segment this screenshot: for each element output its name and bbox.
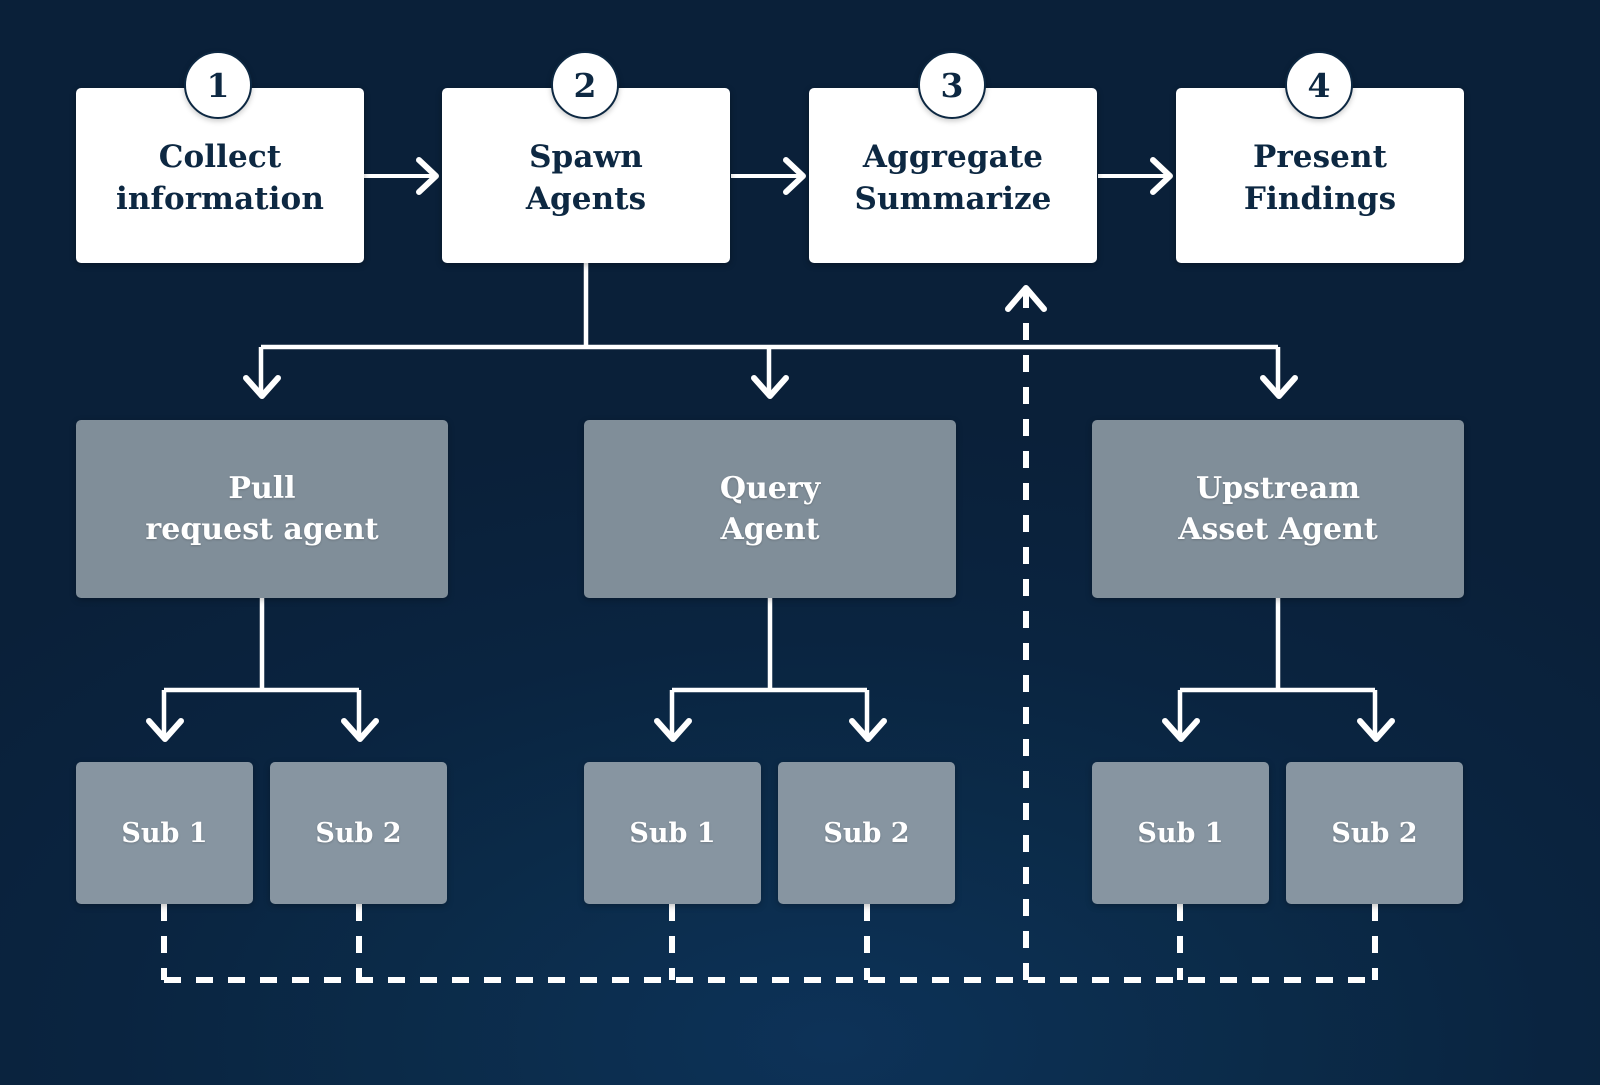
step-label: Collect information [116,139,324,217]
step-badge-4: 4 [1285,51,1353,119]
fanout-pull-request-agent-subs [146,598,379,742]
agent-box-upstream-asset-agent[interactable]: Upstream Asset Agent [1092,420,1464,598]
sub-label: Sub 1 [1137,817,1224,849]
step-badge-number: 1 [206,65,230,105]
agent-box-query-agent[interactable]: Query Agent [584,420,956,598]
step-label: Aggregate Summarize [854,139,1052,217]
step-box-collect-information[interactable]: Collect information [76,88,364,263]
step-label: Spawn Agents [525,139,647,217]
sub-label: Sub 1 [629,817,716,849]
fanout-spawn-to-agents [243,263,1298,399]
sub-label: Sub 2 [1331,817,1418,849]
agent-label: Query Agent [719,470,821,547]
agent-label: Pull request agent [145,470,379,547]
step-badge-number: 2 [573,65,597,105]
sub-box-query-sub-1[interactable]: Sub 1 [584,762,761,904]
arrow-step2-step3 [731,157,806,195]
fanout-upstream-asset-agent-subs [1162,598,1395,742]
fanout-query-agent-subs [654,598,887,742]
agent-box-pull-request-agent[interactable]: Pull request agent [76,420,448,598]
sub-box-query-sub-2[interactable]: Sub 2 [778,762,955,904]
step-badge-number: 3 [940,65,964,105]
sub-box-upstream-sub-2[interactable]: Sub 2 [1286,762,1463,904]
sub-box-pull-request-sub-1[interactable]: Sub 1 [76,762,253,904]
step-badge-2: 2 [551,51,619,119]
step-badge-3: 3 [918,51,986,119]
step-badge-1: 1 [184,51,252,119]
sub-box-pull-request-sub-2[interactable]: Sub 2 [270,762,447,904]
agent-label: Upstream Asset Agent [1178,470,1378,547]
arrow-step3-step4 [1098,157,1173,195]
sub-box-upstream-sub-1[interactable]: Sub 1 [1092,762,1269,904]
sub-label: Sub 2 [315,817,402,849]
arrow-step1-step2 [364,157,439,195]
step-badge-number: 4 [1307,65,1331,105]
sub-label: Sub 2 [823,817,910,849]
step-label: Present Findings [1243,139,1397,217]
sub-label: Sub 1 [121,817,208,849]
